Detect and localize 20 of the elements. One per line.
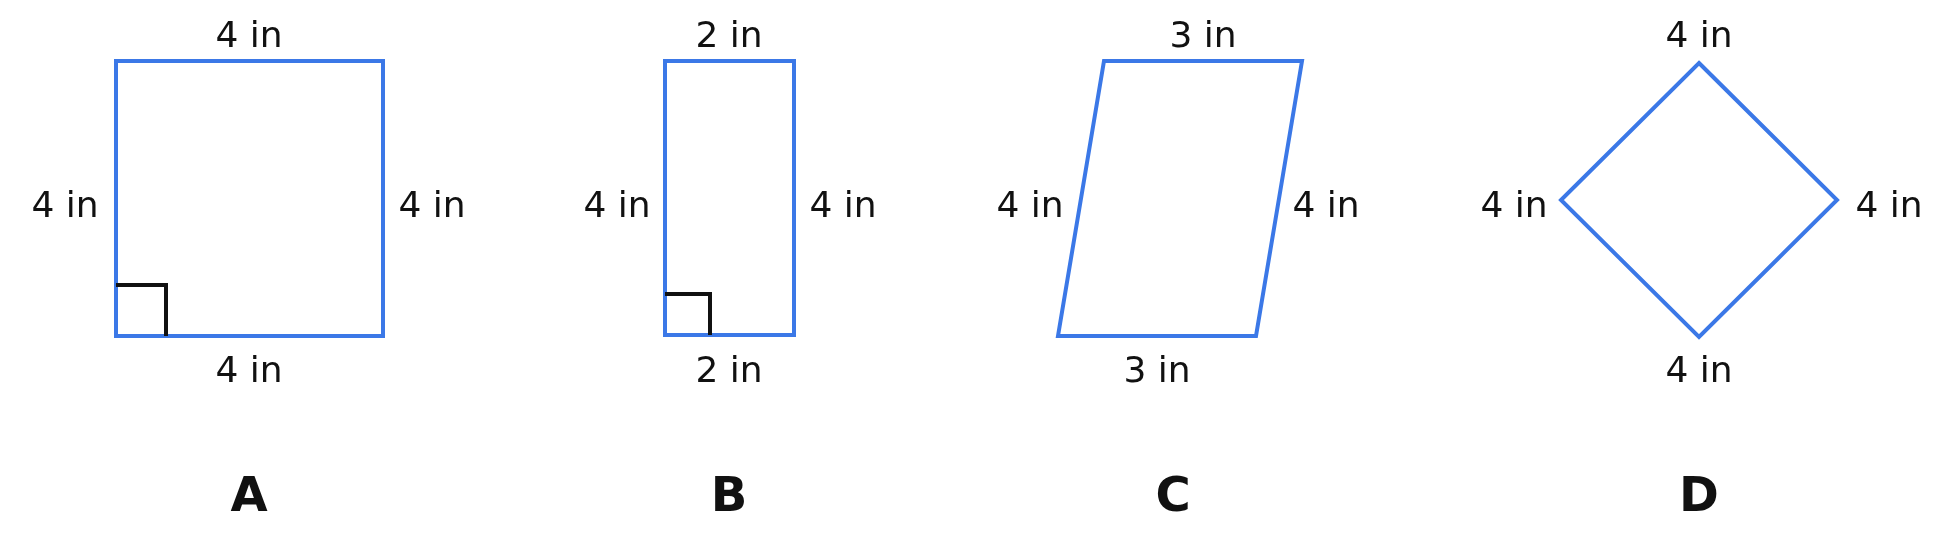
side-length: 4 in xyxy=(1292,187,1360,223)
shape-letter: A xyxy=(230,470,268,518)
side-length: 2 in xyxy=(695,17,763,53)
side-length: 4 in xyxy=(215,17,283,53)
side-length: 4 in xyxy=(1665,17,1733,53)
shape-letter: B xyxy=(710,470,748,518)
side-length: 4 in xyxy=(996,187,1064,223)
side-length: 4 in xyxy=(215,352,283,388)
side-length: 4 in xyxy=(1855,187,1923,223)
side-length: 4 in xyxy=(398,187,466,223)
side-length: 3 in xyxy=(1169,17,1237,53)
side-length: 4 in xyxy=(1480,187,1548,223)
shape-letter: D xyxy=(1679,470,1719,518)
shape-letter: C xyxy=(1155,470,1191,518)
side-length: 4 in xyxy=(809,187,877,223)
side-length: 2 in xyxy=(695,352,763,388)
side-length: 4 in xyxy=(1665,352,1733,388)
side-length: 4 in xyxy=(31,187,99,223)
side-length: 4 in xyxy=(583,187,651,223)
side-length: 3 in xyxy=(1123,352,1191,388)
